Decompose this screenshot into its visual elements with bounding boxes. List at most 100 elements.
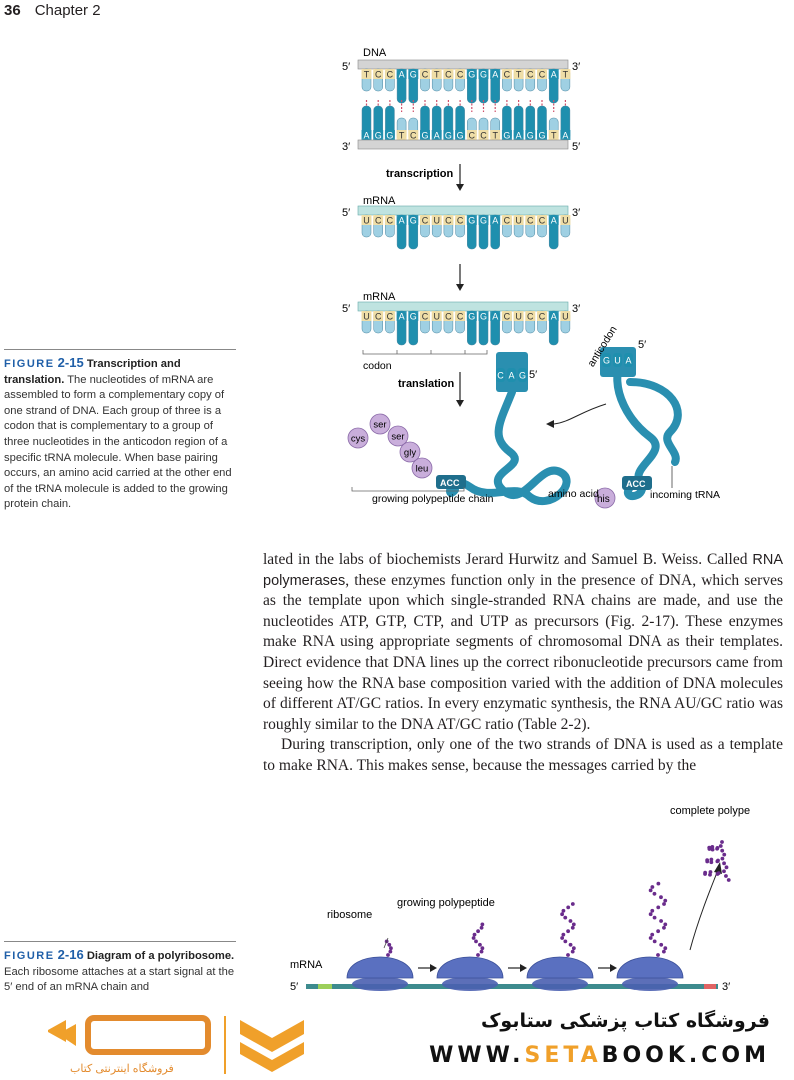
polysome-mrna-label: mRNA — [290, 959, 323, 971]
mrna-1-base-letter: C — [387, 216, 394, 226]
polypeptide-residue — [566, 905, 571, 910]
mrna-1-base-letter-box — [537, 215, 547, 225]
dna-top-base-letter-box — [513, 69, 524, 79]
polypeptide-residue — [656, 881, 661, 886]
amino-acid-bead — [411, 457, 433, 479]
released-residue — [722, 869, 726, 874]
release-label-line: complete polypeptide release — [670, 805, 750, 817]
dna-bottom-base-letter-box — [455, 130, 466, 140]
polypeptide-residue — [386, 953, 390, 957]
watermark-band — [0, 996, 794, 1080]
growing-pointer — [383, 937, 389, 949]
mrna-2-base-letter-box — [560, 311, 571, 321]
mrna-2-base-letter: U — [433, 312, 440, 322]
ribosome-move-arrowhead — [430, 964, 437, 972]
mrna-2-base-letter-box — [525, 311, 536, 321]
release-arrow — [689, 869, 719, 951]
released-residue — [726, 878, 731, 882]
dna-top-base-letter: C — [527, 70, 534, 80]
mrna-1-base-letter-box — [373, 215, 384, 225]
polypeptide-residue — [650, 932, 655, 937]
polypeptide-residue — [563, 915, 568, 920]
dna-bottom-base-letter-box — [420, 130, 430, 140]
mrna-2-base-letter-box — [455, 311, 466, 321]
polypeptide-residue — [387, 942, 392, 947]
mrna-2-base-letter-box — [420, 311, 430, 321]
mrna-1-base-letter-box — [431, 215, 442, 225]
dna-bottom-3prime: 3′ — [342, 141, 350, 153]
amino-acid-label-text: amino acid — [548, 488, 599, 500]
release-arrowhead — [714, 862, 722, 874]
acc-label-incoming: ACC — [626, 479, 646, 489]
dna-top-base-letter: A — [551, 70, 557, 80]
mrna-2-base-letter-box — [548, 311, 559, 321]
dna-bottom-base-letter: C — [410, 131, 417, 141]
dna-top-base-letter-box — [408, 69, 419, 79]
polysome-mrna-strand — [306, 984, 718, 989]
dna-top-base-letter: T — [364, 70, 370, 80]
dna-bottom-base-letter: G — [445, 131, 452, 141]
dna-top-base-letter-box — [490, 69, 501, 79]
figure-2-16-rule — [4, 941, 236, 942]
mrna-2-base-letter: U — [515, 312, 522, 322]
dna-bottom-base-letter: G — [421, 131, 428, 141]
mrna-1-backbone — [357, 205, 569, 216]
dna-bottom-base-letter: G — [538, 131, 545, 141]
mrna-1-base-letter: C — [504, 216, 511, 226]
polypeptide-residue — [663, 946, 668, 951]
released-residue — [703, 870, 708, 875]
released-residue — [709, 860, 714, 865]
released-residue — [718, 844, 723, 848]
dna-bottom-base-letter: T — [399, 131, 405, 141]
mrna-1-base-letter-box — [420, 215, 430, 225]
watermark-url-c: BOOK.COM — [601, 1043, 770, 1068]
bound-anticodon-letter: G — [519, 371, 526, 381]
dna-bottom-base-letter: G — [527, 131, 534, 141]
amino-acid-name: ser — [391, 432, 404, 443]
ribosome-small-subunit — [352, 977, 408, 991]
dna-top-base-letter-box — [560, 69, 571, 79]
polypeptide-residue — [476, 929, 480, 934]
amino-acid-bead — [399, 441, 421, 463]
incoming-trna-arrowhead — [546, 420, 554, 428]
figure-2-16-diagram: complete polypeptide release ribosome gr… — [290, 805, 750, 993]
released-residue — [705, 858, 710, 863]
release-label-text: complete polypeptide release — [670, 805, 750, 817]
polypeptide-residue — [656, 953, 660, 957]
dna-top-base-letter-box — [537, 69, 547, 79]
dna-top-base-letter: C — [445, 70, 452, 80]
mrna-2-base-letter-box — [537, 311, 547, 321]
dna-bottom-base-letter-box — [408, 130, 419, 140]
growing-chain-label: growing polypeptide chain — [372, 493, 494, 505]
bound-anticodon-letter: C — [497, 371, 504, 381]
bound-anticodon-box — [507, 368, 516, 382]
ribosome-small-subunit — [532, 977, 588, 991]
mrna-1-base-letter: C — [422, 216, 429, 226]
dna-bottom-base-letter: C — [480, 131, 487, 141]
logo-tagline: فروشگاه اینترنتی کتاب — [70, 1062, 174, 1075]
dna-top-base-letter-box — [443, 69, 454, 79]
ribosome-label: ribosome — [327, 909, 372, 921]
watermark-url[interactable]: WWW.SETABOOK.COM — [429, 1043, 770, 1068]
polypeptide-residue — [656, 905, 661, 910]
incoming-anticodon-letter: A — [625, 356, 631, 366]
figure-2-15-number: 2-15 — [57, 355, 84, 370]
amino-acid-name: gly — [404, 448, 416, 459]
figure-2-15-rule — [4, 349, 236, 350]
mrna-1-base-letter: U — [363, 216, 370, 226]
amino-acid-bead — [369, 413, 391, 435]
ribosome-large-subunit — [526, 956, 594, 979]
dna-top-base-letter: G — [410, 70, 417, 80]
mrna-2-base-letter: C — [375, 312, 382, 322]
figure-2-16-caption: FIGURE 2-16 Diagram of a polyribosome. E… — [4, 947, 236, 996]
dna-top-base-letter-box — [431, 69, 442, 79]
mrna-2-base-letter-box — [478, 311, 489, 321]
released-residue — [720, 856, 725, 861]
incoming-amino-acid — [594, 487, 616, 509]
mrna-1-base-letter-box — [408, 215, 419, 225]
mrna-1-base-letter-box — [525, 215, 536, 225]
mrna-2-base-letter: A — [551, 312, 557, 322]
